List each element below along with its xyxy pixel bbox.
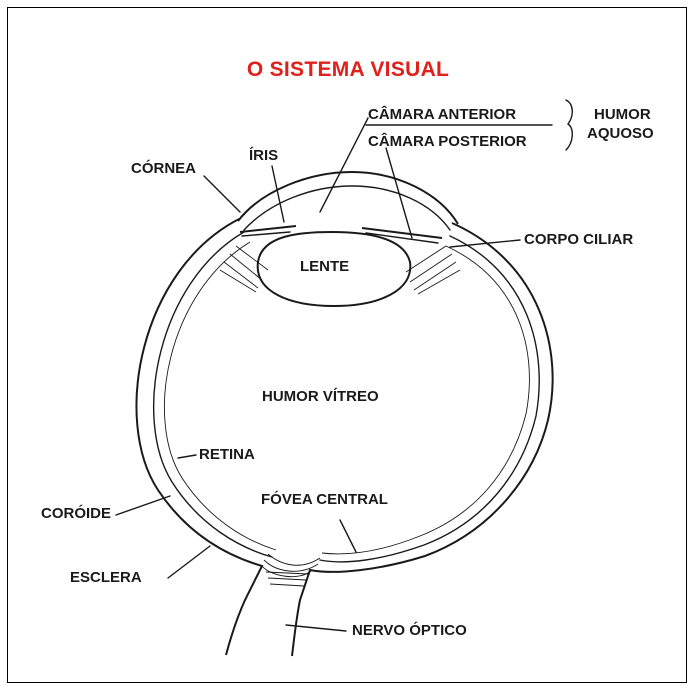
label-corpo-ciliar: CORPO CILIAR [524,232,633,247]
optic-nerve-fibers [266,572,308,586]
label-retina: RETINA [199,447,255,462]
label-fovea-central: FÓVEA CENTRAL [261,492,388,507]
label-humor: HUMOR [594,107,651,122]
label-camara-posterior: CÂMARA POSTERIOR [368,134,527,149]
label-iris: ÍRIS [249,148,278,163]
label-camara-anterior: CÂMARA ANTERIOR [368,107,516,122]
iris-right-2 [366,233,438,243]
leader-cornea [204,176,240,212]
ciliary-right [406,246,460,294]
iris-left [240,226,296,232]
leader-iris [272,166,284,222]
iris-left-2 [242,232,290,236]
sclera-outline-right [292,223,553,656]
label-coroide: CORÓIDE [41,506,111,521]
label-cornea: CÓRNEA [131,161,196,176]
leader-camara-posterior [386,148,412,238]
label-humor-vitreo: HUMOR VÍTREO [262,389,379,404]
retina-layer [164,242,276,550]
leader-esclera [168,546,210,578]
leader-fovea [340,520,356,552]
label-esclera: ESCLERA [70,570,142,585]
cornea [238,172,458,224]
leader-camara-anterior [320,118,368,212]
leader-retina [178,455,196,458]
label-aquoso: AQUOSO [587,126,654,141]
label-lente: LENTE [300,259,349,274]
brace-aquoso [566,100,572,150]
label-nervo-optico: NERVO ÓPTICO [352,623,467,638]
cornea-inner [244,186,450,230]
leader-coroide [116,496,170,515]
